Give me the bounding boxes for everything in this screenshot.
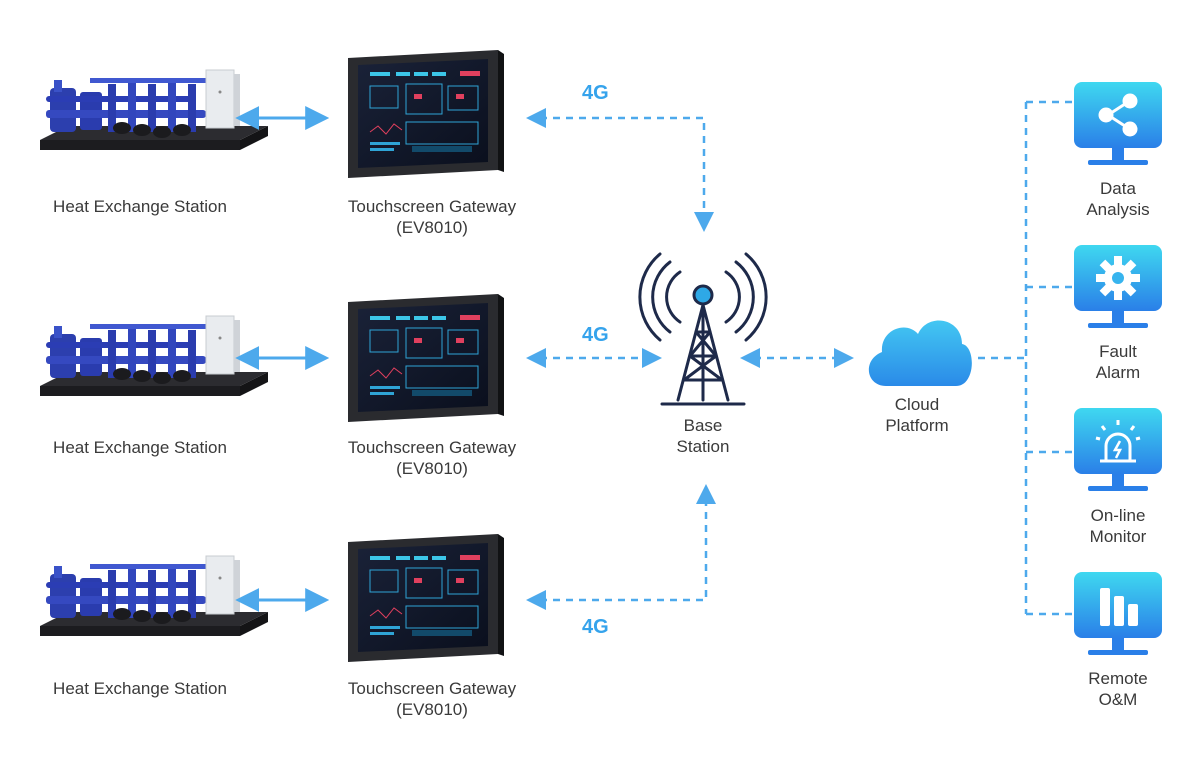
touchscreen-gateway-image	[347, 533, 505, 663]
base-station-label-line2: Station	[676, 437, 730, 456]
bar-chart-icon	[1100, 588, 1138, 626]
4g-label-top: 4G	[582, 82, 609, 104]
beacon-icon	[1095, 420, 1141, 463]
cloud-services-connector	[978, 100, 1074, 616]
touchscreen-gateway-image	[347, 49, 505, 179]
service-label-line2: Alarm	[1095, 363, 1141, 382]
4g-label-middle: 4G	[582, 324, 609, 346]
gateway-model: (EV8010)	[396, 700, 468, 719]
station-row-2	[39, 293, 505, 423]
service-label-online-monitor: On-line Monitor	[1068, 505, 1168, 547]
service-data-analysis	[1074, 82, 1162, 165]
gateway-model: (EV8010)	[396, 218, 468, 237]
service-label-fault-alarm: Fault Alarm	[1068, 341, 1168, 383]
service-label-remote-om: Remote O&M	[1068, 668, 1168, 710]
heat-exchange-station-image	[39, 555, 269, 637]
4g-link-top	[526, 108, 714, 232]
cloud-label-line2: Platform	[885, 416, 949, 435]
service-label-line2: O&M	[1098, 690, 1138, 709]
gateway-model: (EV8010)	[396, 459, 468, 478]
cell-tower-icon	[638, 252, 768, 406]
service-fault-alarm	[1074, 245, 1162, 328]
station-label: Heat Exchange Station	[53, 197, 227, 216]
cloud-platform-label: Cloud Platform	[867, 394, 967, 436]
station-label: Heat Exchange Station	[53, 679, 227, 698]
service-label-data-analysis: Data Analysis	[1068, 178, 1168, 220]
gateway-label: Touchscreen Gateway (EV8010)	[332, 678, 532, 720]
station-row-1	[39, 49, 505, 179]
service-label-line1: Fault	[1099, 342, 1137, 361]
station-row-3	[39, 533, 505, 663]
gateway-label: Touchscreen Gateway (EV8010)	[332, 196, 532, 238]
gateway-name: Touchscreen Gateway	[347, 438, 517, 457]
gear-icon	[1096, 256, 1140, 300]
4g-link-bottom	[526, 484, 716, 610]
station-label: Heat Exchange Station	[53, 438, 227, 457]
gateway-label: Touchscreen Gateway (EV8010)	[332, 437, 532, 479]
touchscreen-gateway-image	[347, 293, 505, 423]
service-label-line2: Analysis	[1086, 200, 1150, 219]
gateway-name: Touchscreen Gateway	[347, 197, 517, 216]
base-station-label-line1: Base	[683, 416, 723, 435]
share-icon	[1098, 93, 1138, 137]
4g-label-bottom: 4G	[582, 616, 609, 638]
base-station-label: Base Station	[653, 415, 753, 457]
service-online-monitor	[1074, 408, 1162, 491]
service-label-line1: Data	[1100, 179, 1136, 198]
heat-exchange-station-image	[39, 315, 269, 397]
service-label-line1: On-line	[1090, 506, 1146, 525]
gateway-name: Touchscreen Gateway	[347, 679, 517, 698]
service-label-line2: Monitor	[1089, 527, 1147, 546]
service-remote-om	[1074, 572, 1162, 655]
service-label-line1: Remote	[1088, 669, 1148, 688]
cloud-icon	[868, 320, 972, 386]
cloud-label-line1: Cloud	[894, 395, 940, 414]
heat-exchange-station-image	[39, 69, 269, 151]
